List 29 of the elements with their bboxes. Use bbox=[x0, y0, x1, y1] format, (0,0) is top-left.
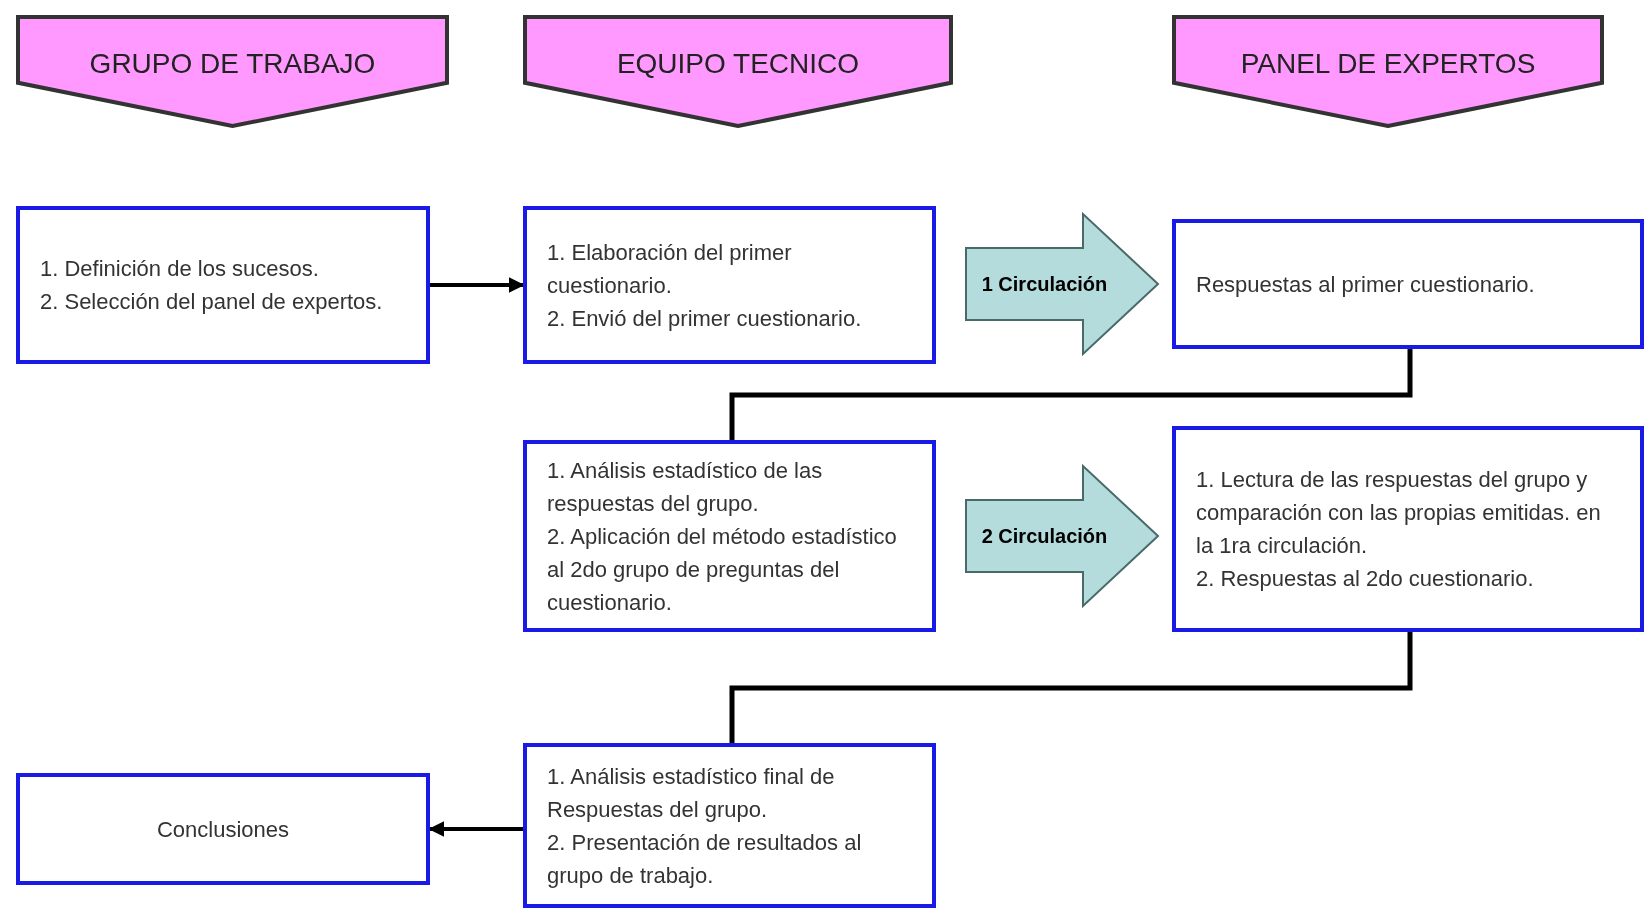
step-text: 2. Aplicación del método estadístico al 2do grupo de preguntas del cuestionario. bbox=[547, 522, 898, 617]
connector-line bbox=[729, 632, 1413, 743]
process-box bbox=[523, 440, 936, 632]
header-title: PANEL DE EXPERTOS bbox=[1240, 47, 1536, 81]
step-text: 1. Lectura de las respuestas del grupo y comparación con las propias emitidas. en la 1ra circulación. bbox=[1196, 466, 1602, 560]
process-box bbox=[1172, 219, 1644, 349]
edge-label: 1 Circulación bbox=[981, 272, 1108, 297]
step-text: 1. Elaboración del primer cuestionario. bbox=[547, 238, 793, 300]
process-box bbox=[16, 773, 430, 885]
step-text: 2. Envió del primer cuestionario. bbox=[547, 304, 862, 333]
step-text: Conclusiones bbox=[156, 815, 290, 844]
process-box bbox=[523, 743, 936, 908]
header-title: GRUPO DE TRABAJO bbox=[89, 47, 376, 81]
process-box bbox=[1172, 426, 1644, 632]
edge-label: 2 Circulación bbox=[981, 524, 1108, 549]
header-title: EQUIPO TECNICO bbox=[616, 47, 860, 81]
step-text: 2. Respuestas al 2do cuestionario. bbox=[1196, 565, 1534, 593]
step-text: 1. Análisis estadístico final de Respuestas del grupo. bbox=[547, 762, 836, 824]
block-arrow bbox=[965, 211, 1160, 357]
step-text: 2. Selección del panel de expertos. bbox=[40, 288, 383, 316]
step-text: Respuestas al primer cuestionario. bbox=[1196, 270, 1535, 299]
arrow bbox=[430, 277, 525, 293]
step-text: 1. Análisis estadístico de las respuestas del grupo. bbox=[547, 456, 824, 518]
step-text: 1. Definición de los sucesos. bbox=[40, 255, 319, 283]
connector-line bbox=[729, 349, 1413, 440]
process-box bbox=[16, 206, 430, 364]
process-box bbox=[523, 206, 936, 364]
step-text: 2. Presentación de resultados al grupo de trabajo. bbox=[547, 828, 863, 890]
block-arrow bbox=[965, 463, 1160, 609]
